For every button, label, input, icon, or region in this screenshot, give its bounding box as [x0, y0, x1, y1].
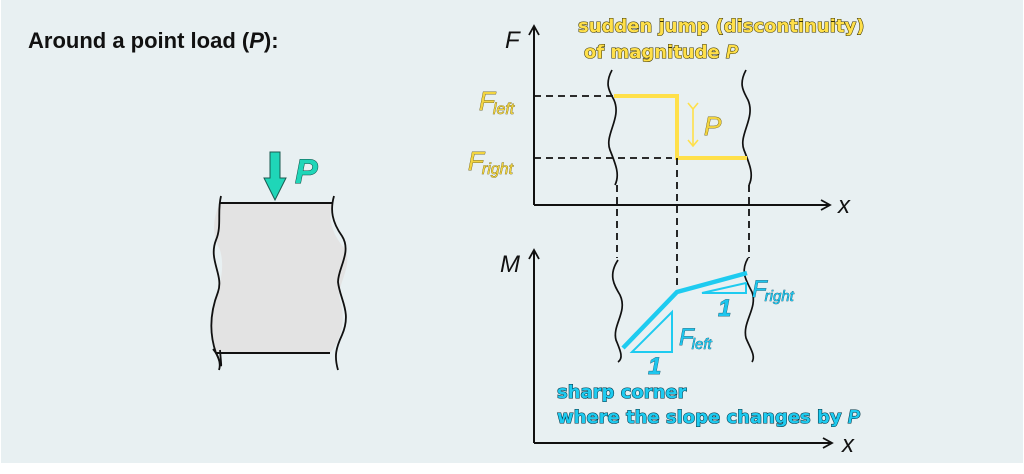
title-suffix: ):	[263, 28, 279, 53]
connector-lines	[616, 158, 750, 292]
f-left-label: Fleft	[479, 86, 515, 118]
title-symbol: P	[249, 28, 264, 53]
shear-left-break	[607, 69, 619, 186]
moment-diagram: M x 1 1 Fleft Fright sharp corner where …	[500, 248, 861, 458]
slope-right-label: Fright	[752, 276, 795, 305]
jump-label: P	[704, 111, 722, 141]
shear-diagram: F x P Fleft Fright sudden jump (disconti…	[468, 15, 865, 219]
moment-annotation-line1: sharp corner	[557, 382, 687, 403]
left-slope-triangle	[629, 309, 673, 353]
left-slope-run: 1	[648, 353, 661, 380]
background-panel	[1, 0, 1023, 463]
title-text: Around a point load (	[28, 28, 250, 53]
beam-body	[211, 203, 348, 353]
load-label: P	[295, 153, 318, 191]
moment-annotation-line2: where the slope changes by P	[557, 407, 861, 428]
moment-left-break	[611, 259, 624, 363]
f-right-label: Fright	[468, 146, 514, 178]
x-axis-label-f: x	[837, 192, 851, 219]
right-slope-run: 1	[718, 295, 731, 322]
right-slope-triangle	[701, 281, 747, 294]
moment-line	[621, 270, 748, 350]
m-axis-label: M	[500, 251, 520, 278]
slope-left-label: Fleft	[679, 324, 713, 353]
shear-step-line	[614, 94, 747, 160]
page-title: Around a point load (P):	[28, 28, 279, 54]
beam-right-break	[331, 195, 347, 371]
shear-annotation-line1: sudden jump (discontinuity)	[578, 16, 864, 37]
x-axis-label-m: x	[841, 431, 855, 458]
shear-right-break	[741, 69, 753, 186]
down-arrow-icon	[263, 151, 287, 202]
f-axis-label: F	[505, 27, 521, 54]
beam-segment	[210, 195, 348, 371]
point-load-arrow	[263, 151, 287, 202]
shear-annotation-line2: of magnitude P	[584, 42, 739, 63]
